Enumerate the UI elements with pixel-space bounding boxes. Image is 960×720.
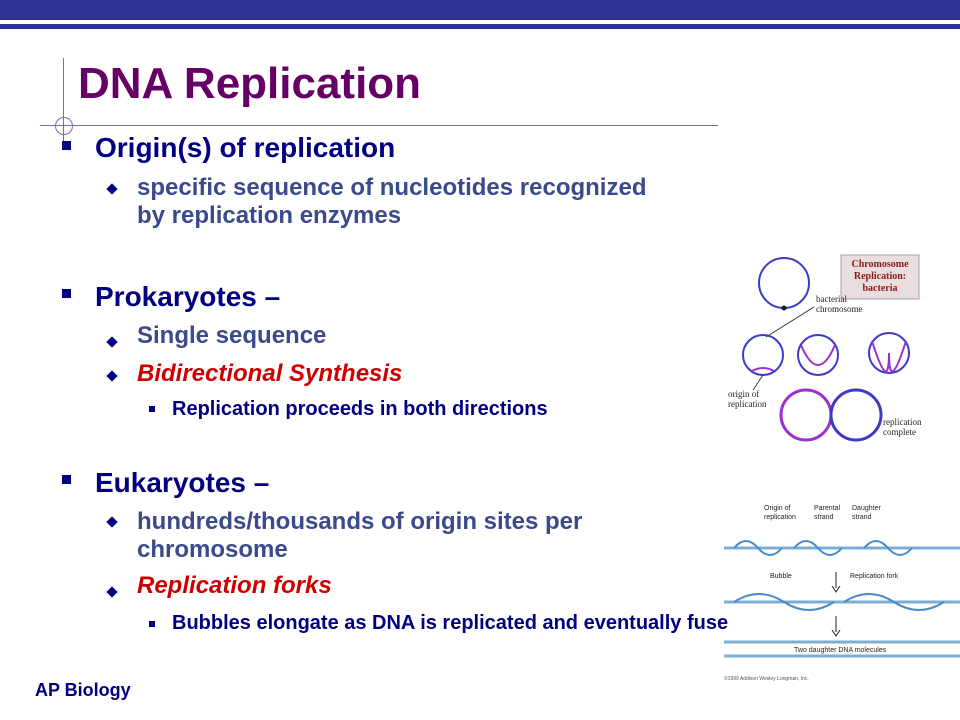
bullet-origin-sub: specific sequence of nucleotides recogni… [137, 174, 647, 229]
bullet-prok-detail: Replication proceeds in both directions [172, 398, 548, 420]
bullet-euk-sub1: hundreds/thousands of origin sites per c… [137, 508, 583, 563]
bullet-diamond-icon [106, 516, 118, 528]
label-parental-strand: strand [814, 514, 834, 521]
bullet-diamond-icon [106, 183, 118, 195]
label-origin-of: origin of [728, 389, 759, 399]
chrom-leader-line [765, 306, 815, 338]
label-fork: Replication fork [850, 573, 899, 580]
dna-row-3 [724, 640, 960, 658]
bullet-small-square-icon [149, 621, 155, 627]
label-daughter-strand: strand [852, 514, 872, 521]
bullet-diamond-icon [106, 370, 118, 382]
label-bubble: Bubble [770, 573, 792, 580]
bullet-origin: Origin(s) of replication [95, 132, 396, 163]
new-strand-1 [751, 367, 775, 372]
chromosome-circle [758, 257, 810, 309]
figure-title-box [840, 254, 920, 300]
bullet-square-icon [62, 141, 71, 150]
bullet-small-square-icon [149, 406, 155, 412]
eukaryote-replication-figure: Origin of replication Parental strand Da… [724, 505, 960, 682]
bullet-eukaryotes: Eukaryotes – [95, 467, 270, 498]
label-replication-2: replication [883, 417, 922, 427]
bullet-square-icon [62, 475, 71, 484]
bullet-diamond-icon [106, 586, 118, 598]
label-origin-replication: replication [764, 514, 796, 521]
new-strand-3 [871, 340, 907, 373]
label-daughter: Daughter [852, 505, 881, 512]
origin-dot [781, 305, 787, 311]
bullet-prokaryotes: Prokaryotes – [95, 281, 281, 312]
label-complete: complete [883, 427, 916, 437]
bullet-prok-sub1: Single sequence [137, 322, 327, 349]
label-parental: Parental [814, 505, 841, 512]
replicating-circle-2 [797, 334, 839, 376]
bullet-prok-sub2: Bidirectional Synthesis [137, 360, 403, 387]
arrow-down-icon [831, 629, 841, 637]
bacteria-replication-figure: Chromosome Replication: bacteria bacteri… [728, 254, 922, 442]
slide-title: DNA Replication [78, 59, 422, 108]
figure-title-line1: Chromosome [851, 259, 909, 270]
bullet-square-icon [62, 289, 71, 298]
origin-leader-line [752, 374, 764, 391]
bullet-diamond-icon [106, 336, 118, 348]
dna-row-2 [724, 593, 960, 611]
new-strand-2 [800, 344, 836, 366]
bullet-euk-sub2: Replication forks [137, 572, 332, 599]
horizontal-rule [40, 125, 718, 126]
replicating-circle-3 [868, 332, 910, 374]
label-chromosome: chromosome [816, 304, 863, 314]
vertical-rule [63, 58, 64, 148]
arrow-down-icon [831, 585, 841, 593]
top-line [0, 24, 960, 29]
daughter-circle-2 [829, 388, 883, 442]
bullet-euk-detail: Bubbles elongate as DNA is replicated an… [172, 612, 729, 634]
dna-row-1 [724, 540, 960, 556]
figure-title-line3: bacteria [863, 283, 898, 294]
label-replication: replication [728, 399, 767, 409]
figure-credit: ©1999 Addison Wesley Longman, Inc. [724, 675, 809, 682]
top-bar [0, 0, 960, 20]
label-bacterial: bacterial [816, 294, 847, 304]
figure-title-line2: Replication: [854, 271, 906, 282]
crosshair-circle [55, 117, 73, 135]
label-daughter-molecules: Two daughter DNA molecules [794, 647, 887, 654]
label-origin: Origin of [764, 505, 791, 512]
daughter-circle-1 [779, 388, 833, 442]
footer-label: AP Biology [35, 680, 131, 700]
